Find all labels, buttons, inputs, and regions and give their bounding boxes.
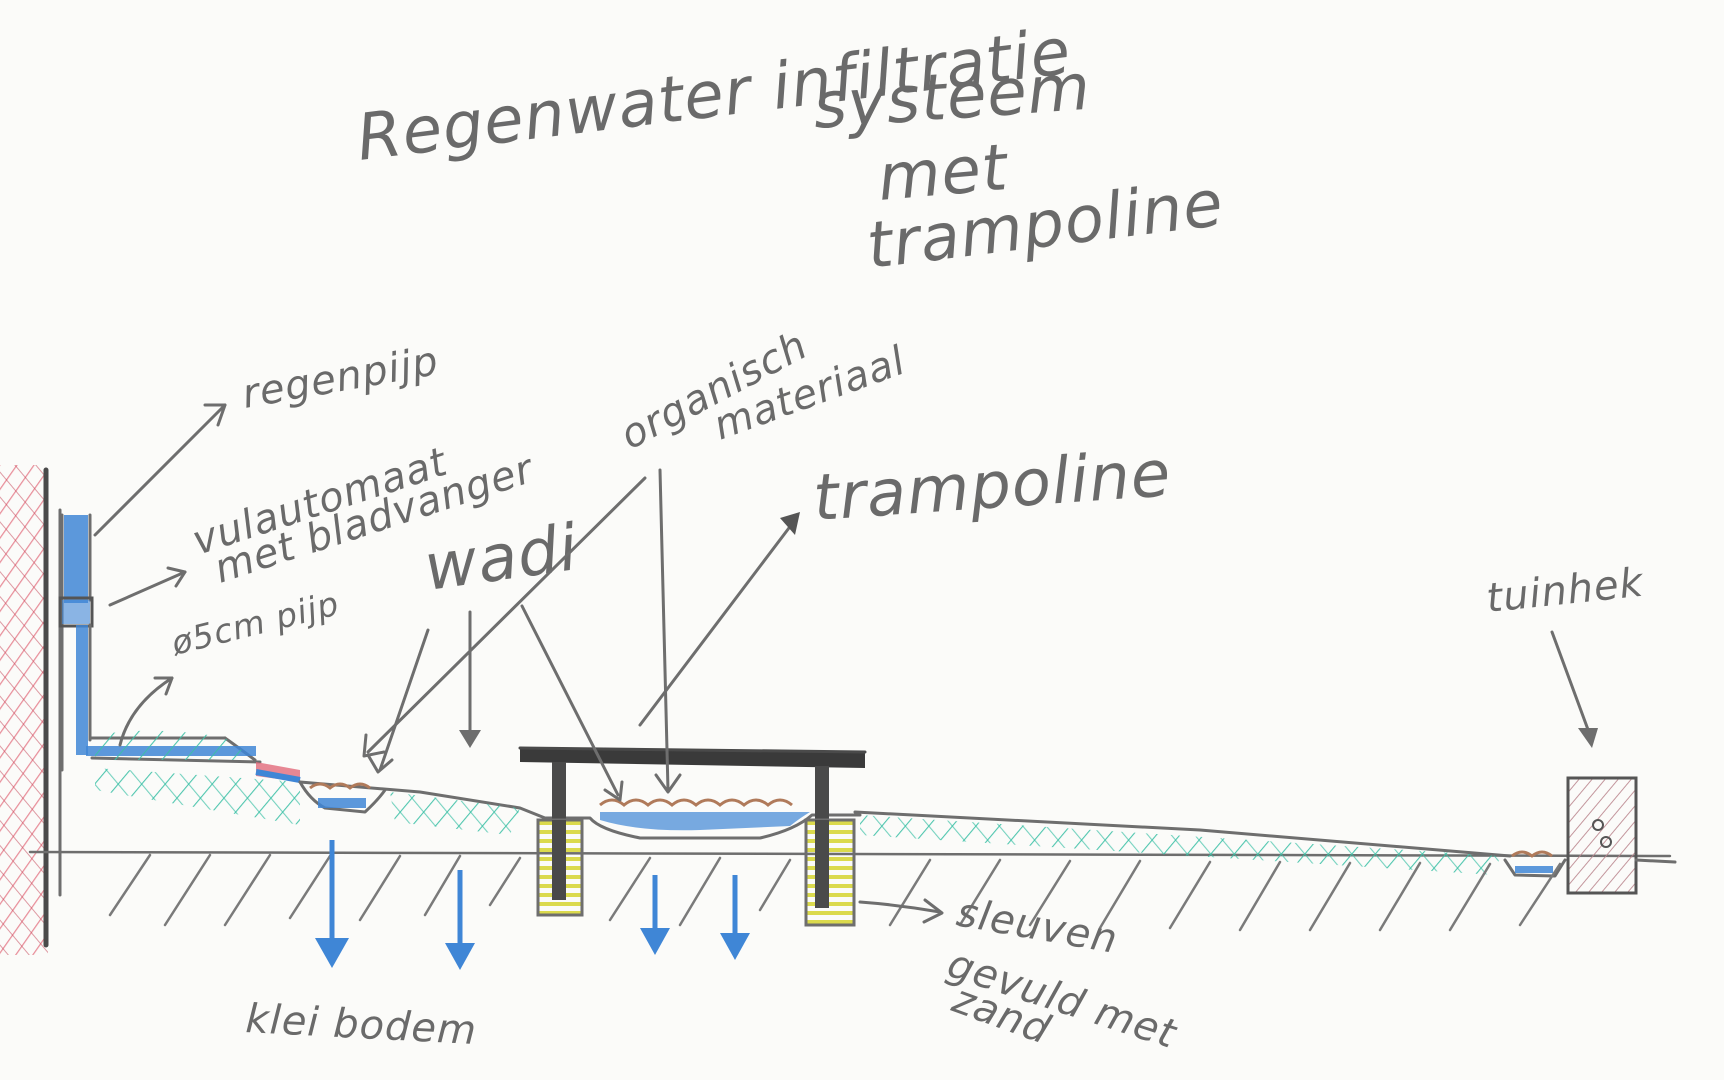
wadi-trampoline [543,798,862,840]
house-wall [0,465,62,955]
clay-soil-hatching [108,853,1562,932]
title-line-3: met [875,131,1013,216]
sand-trench-right [804,818,856,927]
title-block: Regenwater infiltratie systeem met tramp… [353,15,1228,284]
water-arrow-1 [315,840,349,968]
label-trampoline-text: trampoline [811,437,1174,536]
sand-trench-left [536,818,584,917]
label-kleibodem-text: klei bodem [244,996,478,1054]
label-regenpijp-text: regenpijp [239,338,442,418]
infiltration-arrows [315,840,750,970]
infiltration-pipe [86,730,301,783]
garden-fence [1503,776,1677,895]
label-trampoline: trampoline [638,437,1174,727]
label-tuinhek: tuinhek [1484,560,1647,748]
label-tuinhek-text: tuinhek [1484,560,1646,622]
grass-left [95,768,520,835]
water-arrow-2 [445,870,475,970]
grass-right [860,815,1500,875]
label-wadi-text: wadi [420,511,583,606]
water-arrow-3 [640,875,670,955]
downpipe [58,513,94,772]
label-sleuven: sleuven gevuld met zand [858,890,1182,1058]
label-pijp-text: ø5cm pijp [167,584,344,664]
water-arrow-4 [720,875,750,960]
wadi-left [298,780,387,814]
trampoline [518,746,867,906]
label-pijp: ø5cm pijp [118,584,344,747]
label-kleibodem: klei bodem [244,996,478,1054]
